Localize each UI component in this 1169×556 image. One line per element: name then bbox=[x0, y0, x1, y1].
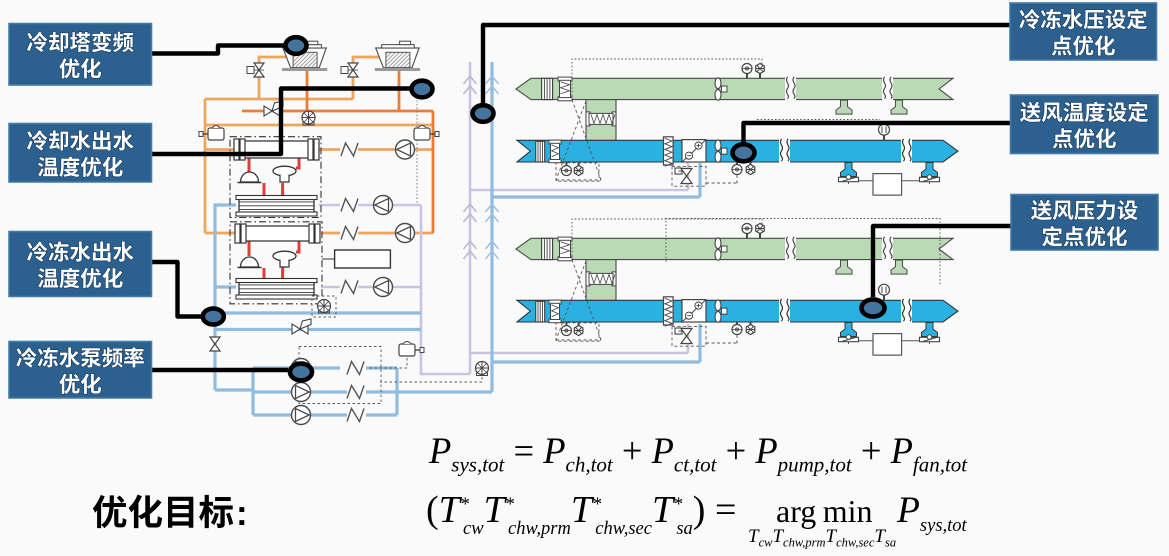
svg-text::: : bbox=[236, 494, 248, 533]
svg-text:arg min: arg min bbox=[776, 493, 872, 529]
